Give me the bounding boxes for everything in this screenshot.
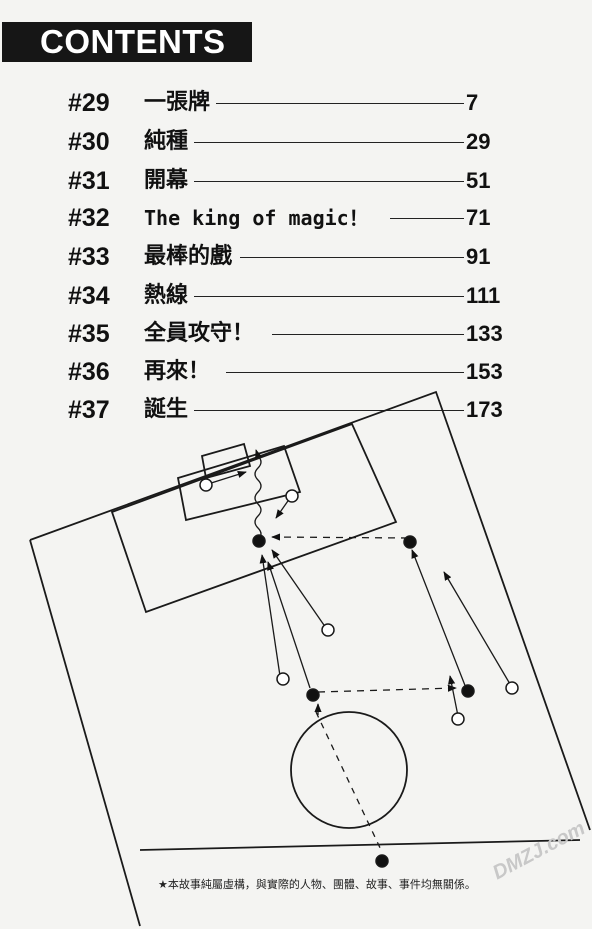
player-black (252, 534, 266, 548)
chapter-title: 開幕 (144, 168, 189, 193)
run-arrow (271, 549, 327, 629)
toc-row: #30 純種 29 (0, 125, 592, 159)
leader-line (194, 181, 464, 182)
halfway-line (139, 839, 581, 851)
chapter-page: 173 (466, 397, 503, 422)
player-white (285, 489, 299, 503)
chapter-title: 全員攻守！ (144, 321, 255, 346)
leader-line (240, 257, 464, 258)
pass-arrow (317, 684, 457, 693)
leader-line (216, 103, 464, 104)
player-white (451, 712, 465, 726)
chapter-page: 51 (466, 168, 491, 193)
penalty-box (110, 422, 398, 614)
chapter-title: 誕生 (144, 397, 189, 422)
chapter-title: 純種 (144, 129, 189, 154)
toc-row: #31 開幕 51 (0, 164, 592, 198)
chapter-number: #35 (68, 320, 110, 348)
chapter-number: #32 (68, 204, 110, 232)
toc-row: #37 誕生 173 (0, 393, 592, 427)
chapter-page: 111 (466, 283, 501, 308)
chapter-title: 再來！ (144, 359, 211, 384)
player-black (306, 688, 320, 702)
leader-line (272, 334, 464, 335)
player-black (403, 535, 417, 549)
toc-row: #32 The king of magic！ 71 (0, 201, 592, 235)
leader-line (194, 296, 464, 297)
player-white (321, 623, 335, 637)
chapter-number: #33 (68, 243, 110, 271)
toc-row: #34 熱線 111 (0, 279, 592, 313)
leader-line (194, 410, 464, 411)
chapter-title: 最棒的戲 (144, 244, 233, 269)
toc-row: #35 全員攻守！ 133 (0, 317, 592, 351)
pitch-left-touchline (29, 539, 141, 927)
player-white (276, 672, 290, 686)
run-arrow (411, 549, 467, 689)
chapter-title: The king of magic！ (144, 206, 369, 230)
run-arrow (207, 470, 247, 485)
disclaimer-text: ★本故事純屬虛構，與實際的人物、團體、故事、事件均無關係。 (158, 878, 476, 891)
pass-arrow (271, 533, 409, 541)
pitch-outline (29, 390, 591, 831)
toc-row: #33 最棒的戲 91 (0, 240, 592, 274)
leader-line (226, 372, 464, 373)
goal-area (176, 444, 302, 522)
chapter-number: #37 (68, 396, 110, 424)
player-black (461, 684, 475, 698)
chapter-page: 7 (466, 90, 479, 115)
run-arrow (259, 554, 281, 677)
chapter-number: #34 (68, 282, 110, 310)
goal (200, 442, 252, 480)
leader-line (390, 218, 464, 219)
chapter-title: 熱線 (144, 283, 189, 308)
run-arrow (275, 497, 291, 519)
player-black (375, 854, 389, 868)
chapter-page: 29 (466, 129, 491, 154)
run-arrow (267, 561, 311, 689)
toc-row: #29 一張牌 7 (0, 86, 592, 120)
dribble-path (254, 449, 263, 541)
chapter-page: 71 (466, 205, 491, 230)
player-white (199, 478, 213, 492)
chapter-number: #29 (68, 89, 110, 117)
chapter-number: #36 (68, 358, 110, 386)
contents-title: CONTENTS (40, 23, 226, 60)
run-arrow (443, 571, 511, 685)
chapter-title: 一張牌 (144, 90, 211, 115)
chapter-page: 133 (466, 321, 503, 346)
contents-title-bar (2, 22, 252, 62)
chapter-number: #30 (68, 128, 110, 156)
chapter-number: #31 (68, 167, 110, 195)
leader-line (194, 142, 464, 143)
player-white (505, 681, 519, 695)
run-arrow (448, 675, 459, 717)
chapter-page: 153 (466, 359, 503, 384)
toc-row: #36 再來！ 153 (0, 355, 592, 389)
center-circle (290, 711, 408, 829)
chapter-page: 91 (466, 244, 491, 269)
center-dashed-line (315, 711, 383, 853)
